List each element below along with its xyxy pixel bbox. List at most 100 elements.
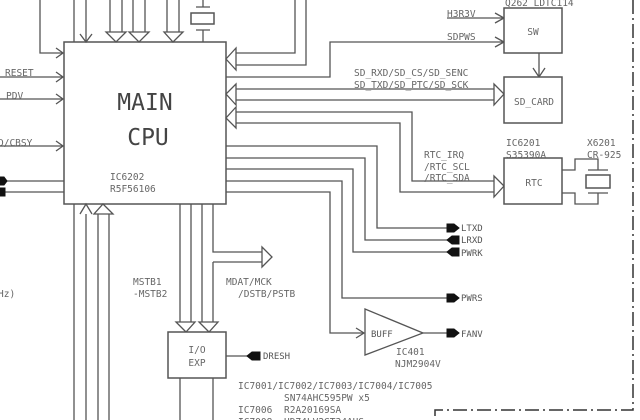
sd-bus-line2: SD_TXD/SD_PTC/SD_SCK (354, 80, 469, 91)
board-boundary (434, 0, 634, 420)
rtc-label: RTC (525, 178, 542, 189)
arrow-head (55, 93, 65, 105)
label-pdv: PDV (6, 91, 23, 102)
connector-ltxd-icon (446, 223, 460, 233)
wire-lrxd (226, 157, 447, 241)
wire-sdpws (226, 41, 504, 78)
sw-ref: Q262 LDTC114 (505, 0, 574, 9)
bus-arrow-in (225, 46, 237, 72)
arrow-head (55, 140, 65, 152)
crystal-ref: X6201 (587, 138, 616, 149)
bus-arrow-up (92, 203, 115, 215)
crystal-wires (562, 158, 599, 205)
crystal-icon (585, 174, 611, 189)
sd-card-label: SD_CARD (514, 97, 554, 108)
label-h3r3v: H3R3V (447, 9, 476, 20)
bus-arrow (127, 31, 151, 43)
ic-notes-line3-part: R2A20169SA (284, 405, 341, 416)
cpu-title-2: CPU (127, 125, 169, 151)
arrow-head (55, 71, 65, 83)
connector-icon (0, 176, 8, 186)
mdat-line1: MDAT/MCK (226, 277, 272, 288)
main-cpu-block (63, 41, 227, 205)
sd-bus (236, 88, 494, 101)
crystal-plates (588, 169, 608, 194)
io-exp-block (167, 331, 227, 379)
connector-pwrs-icon (446, 293, 460, 303)
crystal-leads (196, 0, 210, 42)
ic-notes-line1: IC7001/IC7002/IC7003/IC7004/IC7005 (238, 381, 432, 392)
wire-to-buff (226, 191, 363, 334)
connector-dresh-icon (246, 351, 261, 361)
label-lrxd: LRXD (461, 236, 483, 246)
bus-arrow-out (261, 245, 273, 269)
sd-card-block (503, 76, 563, 124)
cpu-title-1: MAIN (117, 90, 172, 116)
bus-arrow (162, 31, 185, 43)
label-pwrk: PWRK (461, 249, 483, 259)
buffer-ref: IC401 (396, 347, 425, 358)
io-exp-line2: EXP (188, 358, 205, 369)
wire-pwrs (226, 180, 447, 299)
cpu-ref: IC6202 (110, 172, 144, 183)
wire-ltxd (226, 145, 447, 229)
connector-pwrk-icon (446, 247, 460, 257)
rtc-block (503, 157, 563, 205)
label-ltxd: LTXD (461, 224, 483, 234)
rtc-bus-line2: /RTC_SCL (424, 162, 470, 173)
bus-arrow (197, 321, 220, 333)
mdat-line2: /DSTB/PSTB (238, 289, 295, 300)
mstb-bus (179, 204, 192, 322)
sw-block (503, 7, 563, 54)
bus-wire (166, 0, 180, 32)
bus-arrow-out (493, 174, 505, 199)
wire-top-left (39, 0, 62, 54)
arrow-head (79, 202, 93, 215)
rtc-bus-line3: /RTC_SDA (424, 173, 470, 184)
crystal-top-icon (190, 12, 215, 25)
bus-wire (132, 0, 146, 32)
sw-to-sdcard (532, 53, 546, 79)
arrow-head (55, 47, 65, 59)
bus-wire (109, 0, 123, 32)
ic-notes-line4-ref: IC7008 (238, 417, 273, 420)
bus-arrow (174, 321, 197, 333)
label-fanv: FANV (461, 330, 483, 340)
mstb-line2: -MSTB2 (133, 289, 167, 300)
buffer-icon (364, 308, 425, 356)
crystal-part: CR-925 (587, 150, 621, 161)
buffer-part: NJM2904V (395, 359, 441, 370)
bus-arrow-out (493, 82, 505, 107)
bus-arrow-in (225, 105, 237, 130)
ic-notes-line4-part: HD74LV2GT34AUS (284, 417, 364, 420)
arrow-head (355, 327, 366, 339)
label-hz: Hz) (0, 289, 15, 300)
wire (73, 204, 87, 420)
cpu-part: R5F56106 (110, 184, 156, 195)
connector-fanv-icon (446, 328, 460, 338)
label-dresh: DRESH (263, 352, 290, 362)
label-pwrs: PWRS (461, 294, 483, 304)
wire-pwrk (226, 168, 447, 253)
sw-label: SW (527, 27, 539, 38)
wire-left-connectors (4, 180, 64, 193)
bus-wire (236, 0, 307, 66)
ic-notes-line2: SN74AHC595PW x5 (284, 393, 370, 404)
bus-wire (97, 214, 110, 420)
rtc-bus (236, 111, 494, 193)
mdat-bus (201, 204, 262, 322)
arrow-head (79, 33, 93, 44)
label-dcbsy: D/CBSY (0, 138, 33, 149)
connector-lrxd-icon (446, 235, 460, 245)
label-sdpws: SDPWS (447, 32, 476, 43)
rtc-part: S35390A (506, 150, 546, 161)
connector-icon (0, 187, 6, 197)
rtc-bus-line1: RTC_IRQ (424, 150, 464, 161)
bus-arrow (104, 31, 128, 43)
bus-arrow-in (225, 82, 237, 107)
label-reset: RESET (5, 68, 34, 79)
rtc-ref: IC6201 (506, 138, 541, 149)
ic-notes-line3-ref: IC7006 (238, 405, 273, 416)
mstb-line1: MSTB1 (133, 277, 162, 288)
